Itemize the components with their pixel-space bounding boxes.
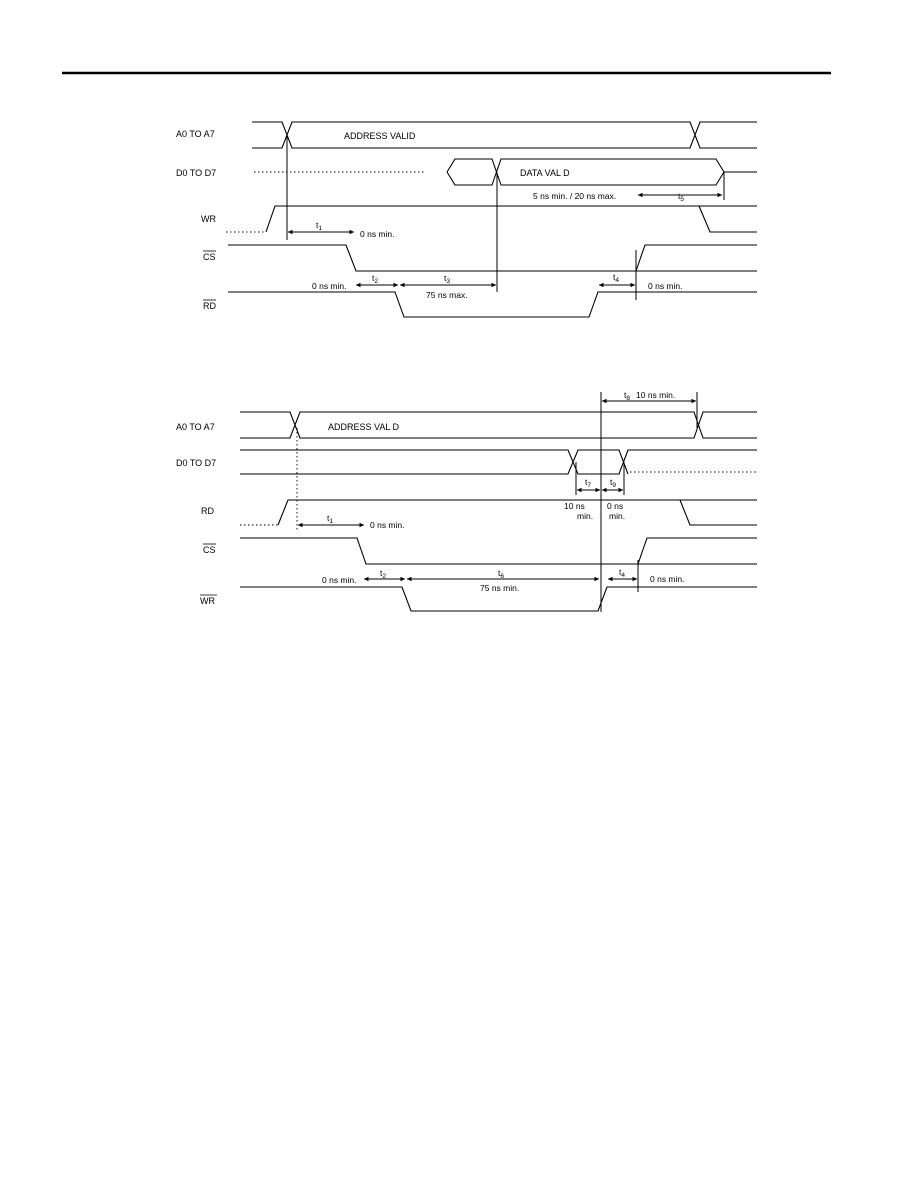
- read-t5-text: 5 ns min. / 20 ns max.: [533, 191, 616, 201]
- write-t6-text: 75 ns min.: [480, 583, 519, 593]
- write-t6-label: t6: [498, 568, 504, 580]
- write-rd-waveform: [277, 499, 757, 526]
- read-t5-label: t5: [678, 191, 684, 203]
- write-data-waveform: [240, 449, 757, 475]
- read-t1-label: t1: [316, 220, 322, 232]
- write-label-rd: RD: [201, 506, 214, 516]
- write-cs-waveform: [240, 537, 757, 565]
- read-t1-text: 0 ns min.: [360, 229, 395, 239]
- write-t2-label: t2: [380, 568, 386, 580]
- write-wr-waveform: [240, 586, 757, 612]
- read-t4-text: 0 ns min.: [648, 281, 683, 291]
- read-label-address: A0 TO A7: [176, 129, 215, 139]
- read-data-valid-text: DATA VAL D: [520, 168, 570, 178]
- write-t9-label: t9: [610, 477, 616, 489]
- write-label-cs: CS: [203, 545, 216, 555]
- write-t9-text-line2: min.: [609, 511, 625, 521]
- write-label-wr: WR: [200, 596, 215, 606]
- write-t2-text: 0 ns min.: [322, 575, 357, 585]
- read-t4-label: t4: [613, 272, 619, 284]
- write-label-data: D0 TO D7: [176, 458, 216, 468]
- read-address-valid-text: ADDRESS VALID: [344, 131, 416, 141]
- read-cycle-diagram: A0 TO A7 D0 TO D7 WR CS RD ADDRESS VALID…: [176, 121, 757, 318]
- read-label-data: D0 TO D7: [176, 168, 216, 178]
- write-t4-text: 0 ns min.: [650, 574, 685, 584]
- read-t2-label: t2: [372, 273, 378, 285]
- write-cycle-diagram: A0 TO A7 D0 TO D7 RD CS WR ADDRESS VAL D…: [176, 390, 757, 612]
- write-t1-label: t1: [327, 513, 333, 525]
- write-t8-text: 10 ns min.: [636, 390, 675, 400]
- write-t7-text-line2: min.: [577, 511, 593, 521]
- read-wr-waveform: [265, 205, 757, 233]
- read-t3-label: t3: [444, 273, 450, 285]
- write-t4-label: t4: [619, 567, 625, 579]
- write-t8-label: t8: [624, 390, 630, 402]
- write-t7-text-line1: 10 ns: [564, 501, 585, 511]
- write-t7-label: t7: [585, 477, 591, 489]
- write-t9-text-line1: 0 ns: [607, 501, 623, 511]
- read-label-wr: WR: [201, 214, 216, 224]
- write-label-address: A0 TO A7: [176, 422, 215, 432]
- read-rd-waveform: [228, 291, 757, 318]
- read-label-cs: CS: [203, 252, 216, 262]
- write-t1-text: 0 ns min.: [370, 520, 405, 530]
- write-address-valid-text: ADDRESS VAL D: [328, 422, 400, 432]
- read-address-waveform: [252, 121, 757, 149]
- read-cs-waveform: [228, 244, 757, 272]
- read-label-rd: RD: [203, 301, 216, 311]
- read-t3-text: 75 ns max.: [426, 290, 468, 300]
- write-address-waveform: [240, 411, 757, 439]
- read-data-waveform: [446, 158, 757, 186]
- read-t2-text: 0 ns min.: [312, 281, 347, 291]
